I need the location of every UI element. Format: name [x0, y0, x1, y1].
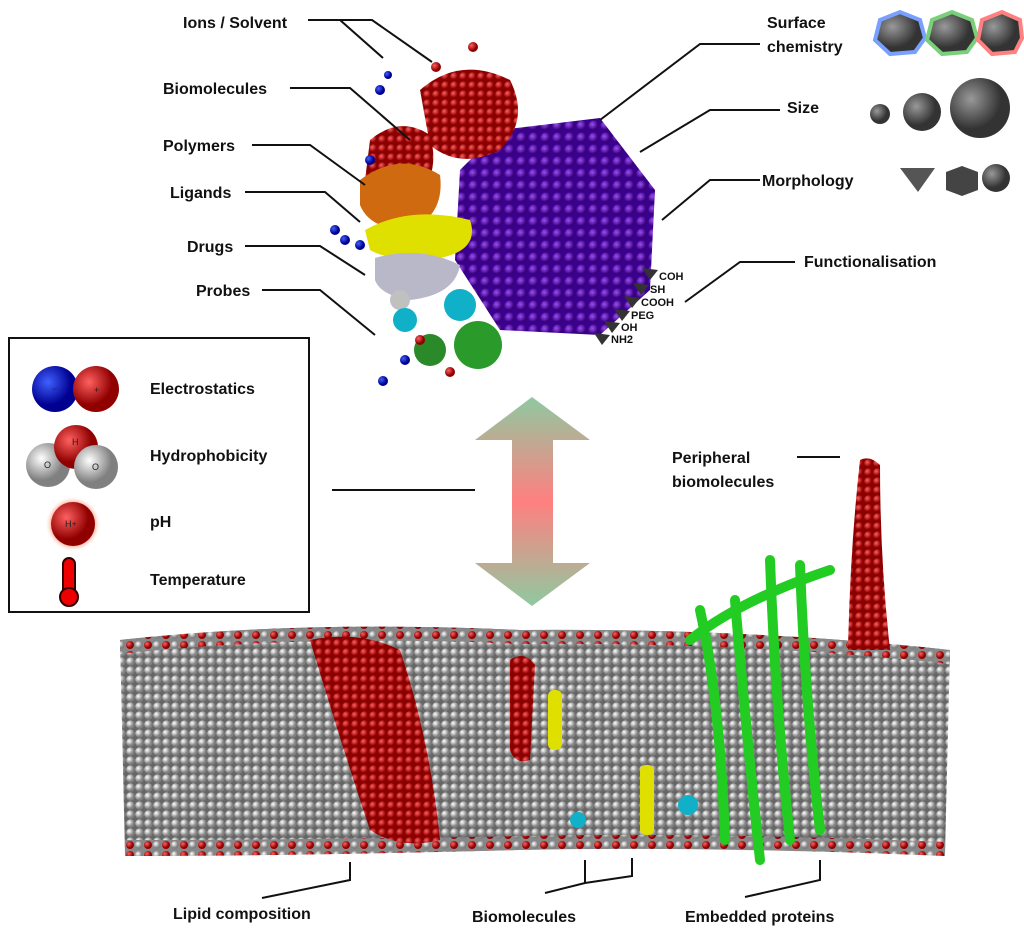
cyan-biomolecule-2	[570, 812, 586, 828]
size-icons	[870, 78, 1010, 138]
ligand-layer	[365, 214, 472, 259]
fg-coh: COH	[659, 271, 684, 283]
fg-peg: PEG	[631, 310, 654, 322]
ions	[330, 42, 478, 386]
nanoparticle: COH SH COOH PEG OH NH2	[330, 42, 684, 386]
cyan-biomolecule	[678, 795, 698, 815]
lipid-membrane	[120, 458, 950, 865]
legend-ph: pH	[150, 514, 171, 531]
label-morphology: Morphology	[762, 173, 854, 190]
label-biomolecules-membrane: Biomolecules	[472, 909, 576, 926]
o-glyph-2: O	[92, 462, 99, 472]
label-embedded-proteins: Embedded proteins	[685, 909, 834, 926]
positive-charge-icon	[73, 366, 119, 412]
fg-nh2: NH2	[611, 334, 633, 346]
minus-glyph: −	[52, 384, 57, 394]
surface-chemistry-icons	[872, 9, 1024, 57]
label-drugs: Drugs	[187, 239, 233, 256]
label-size: Size	[787, 100, 819, 117]
thermometer-icon	[59, 557, 79, 607]
fg-sh: SH	[650, 284, 665, 296]
morphology-icons	[900, 164, 1010, 196]
oxygen-icon-2	[74, 445, 118, 489]
nanoparticle-leaders	[245, 19, 795, 336]
drug-layer	[375, 252, 460, 300]
biomolecule-corona	[420, 69, 518, 159]
label-functionalisation: Functionalisation	[804, 254, 936, 271]
lipid-leader	[261, 862, 351, 899]
legend-box: − + O H O H+ Electrostatics Hydrophobici…	[8, 337, 310, 613]
plus-glyph: +	[94, 385, 99, 395]
negative-charge-icon	[32, 366, 78, 412]
yellow-biomolecule-2	[640, 765, 654, 835]
proteins-leader	[744, 860, 821, 898]
legend-electrostatics: Electrostatics	[150, 381, 255, 398]
yellow-biomolecule	[548, 690, 562, 750]
polymer-layer	[360, 163, 441, 230]
legend-hydrophobicity: Hydrophobicity	[150, 448, 267, 465]
green-biomolecule	[454, 321, 502, 369]
label-ligands: Ligands	[170, 185, 231, 202]
embedded-protein	[685, 555, 835, 865]
label-peripheral-line2: biomolecules	[672, 474, 774, 491]
label-biomolecules-np: Biomolecules	[163, 81, 267, 98]
o-glyph: O	[44, 460, 51, 470]
functional-group-cones	[594, 268, 658, 345]
red-lipid-strand	[510, 656, 535, 762]
label-surface-line1: Surface	[767, 15, 826, 32]
fg-cooh: COOH	[641, 297, 674, 309]
label-probes: Probes	[196, 283, 250, 300]
probe-2	[393, 308, 417, 332]
proton-icon	[51, 502, 95, 546]
label-surface-line2: chemistry	[767, 39, 843, 56]
probe	[444, 289, 476, 321]
h-glyph: H	[72, 437, 79, 447]
label-lipid-composition: Lipid composition	[173, 906, 311, 923]
fg-oh: OH	[621, 322, 638, 334]
label-polymers: Polymers	[163, 138, 235, 155]
biomolecules-leader	[544, 858, 633, 894]
interaction-double-arrow	[475, 397, 590, 606]
drug-molecule	[390, 290, 410, 310]
h-plus-glyph: H+	[65, 519, 77, 529]
lipid-bilayer	[120, 626, 950, 855]
red-lipids	[310, 636, 440, 844]
label-ions-solvent: Ions / Solvent	[183, 15, 288, 32]
nanoparticle-core	[455, 118, 655, 335]
label-peripheral-line1: Peripheral	[672, 450, 750, 467]
legend-temperature: Temperature	[150, 572, 246, 589]
lower-headgroups	[125, 834, 945, 856]
peripheral-biomolecule	[848, 458, 890, 650]
